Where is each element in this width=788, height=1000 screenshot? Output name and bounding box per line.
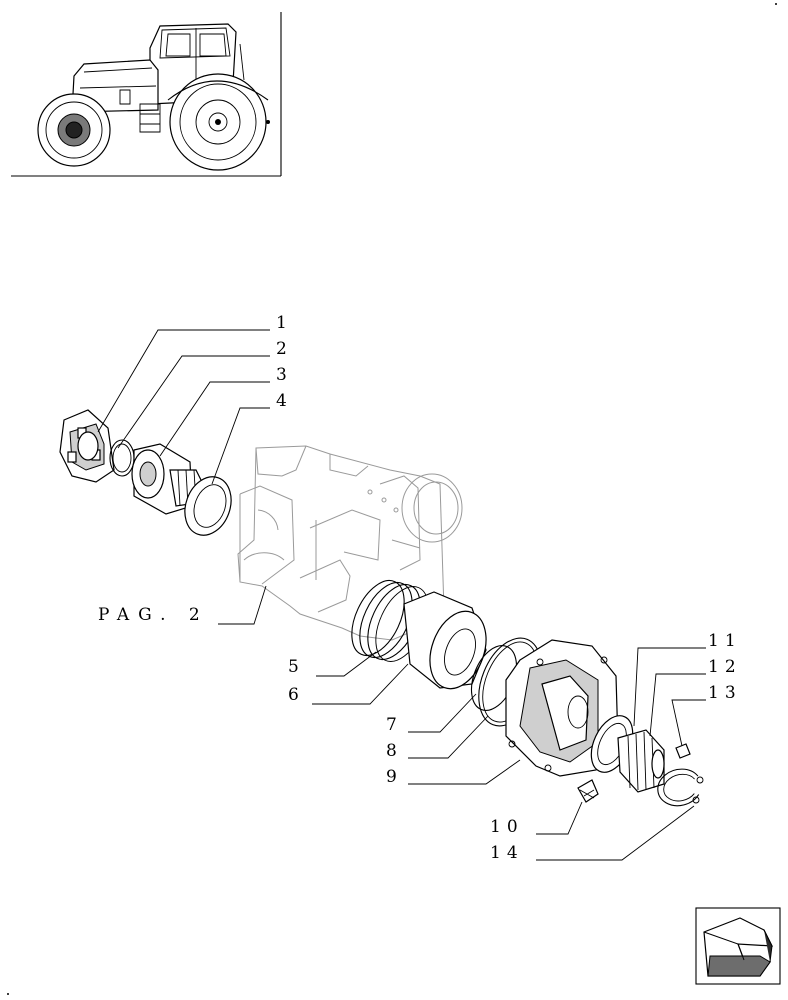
- callout-labels: 1 2 3 4 5 6 7 8 9 10 11 12 13 14 PAG. 2: [98, 313, 742, 863]
- part-10-bolt: [577, 779, 599, 803]
- part-13-pin: [675, 743, 691, 759]
- callout-6: 6: [288, 685, 305, 705]
- leader-lines: [97, 329, 706, 861]
- callout-12: 12: [708, 657, 742, 677]
- callout-4: 4: [276, 391, 293, 411]
- part-6-piston: [403, 591, 487, 690]
- part-14-snap-ring: [657, 768, 704, 807]
- callout-9: 9: [386, 767, 403, 787]
- part-9-cover: [505, 639, 619, 777]
- part-4-seal-ring: [184, 476, 232, 536]
- part-12-splined-shaft: [617, 729, 665, 793]
- callout-5: 5: [288, 657, 305, 677]
- page-reference[interactable]: PAG. 2: [98, 605, 209, 625]
- part-2-circlip: [109, 439, 135, 477]
- callout-14: 14: [490, 843, 524, 863]
- callout-2: 2: [276, 339, 293, 359]
- back-arrow-icon[interactable]: [695, 907, 781, 985]
- callout-1: 1: [276, 313, 293, 333]
- callout-3: 3: [276, 365, 293, 385]
- tractor-thumbnail: [11, 12, 282, 177]
- callout-7: 7: [386, 715, 403, 735]
- callout-8: 8: [386, 741, 403, 761]
- callout-13: 13: [708, 683, 742, 703]
- callout-10: 10: [490, 817, 524, 837]
- callout-11: 11: [708, 631, 742, 651]
- tractor-icon: [37, 23, 270, 171]
- part-1-castle-nut: [59, 409, 115, 483]
- part-3-splined-hub: [131, 443, 205, 515]
